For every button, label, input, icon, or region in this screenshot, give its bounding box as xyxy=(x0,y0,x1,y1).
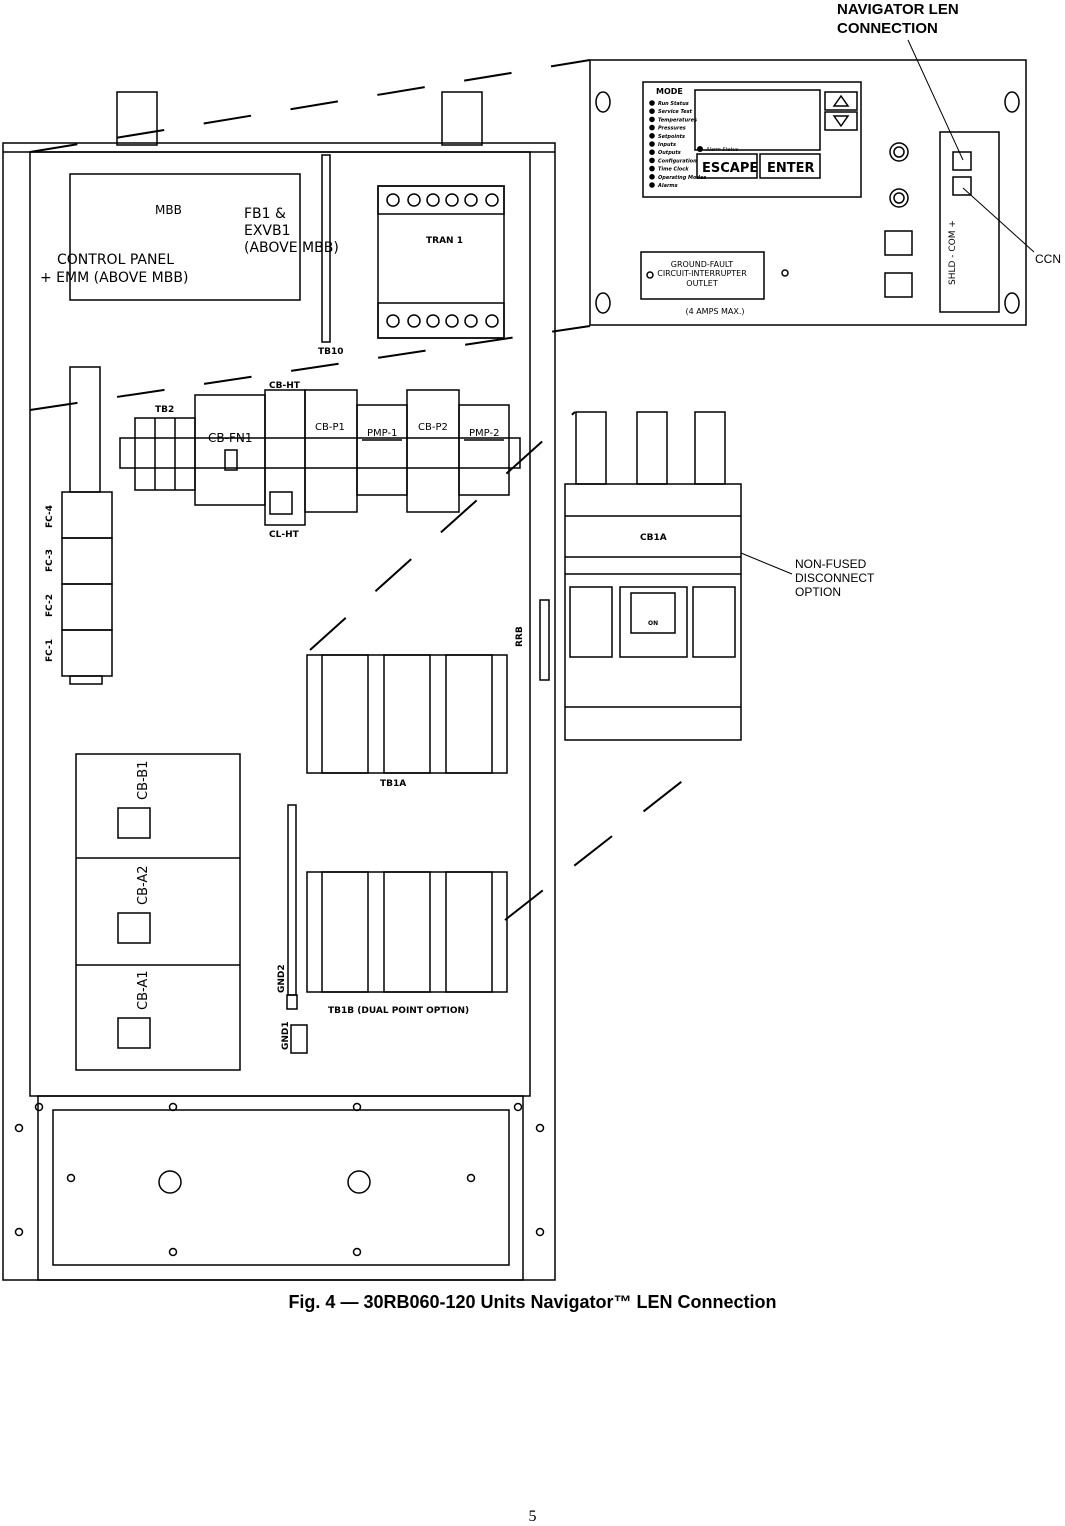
cb-b1-label: CB-B1 xyxy=(136,761,151,800)
enclosure xyxy=(2,91,556,1281)
mbb-board xyxy=(69,173,301,301)
mode-led xyxy=(649,124,655,131)
escape-label[interactable]: ESCAPE xyxy=(702,161,758,176)
escape-button[interactable] xyxy=(696,153,758,179)
fan-contactors xyxy=(61,491,113,685)
gfci-rating: (4 AMPS MAX.) xyxy=(685,307,744,316)
mode-led xyxy=(649,100,655,106)
mode-item-label: Outputs xyxy=(658,150,681,156)
mode-item-label: Service Test xyxy=(658,109,693,115)
cl-ht-label: CL-HT xyxy=(269,530,300,540)
terminal-block-tb1a xyxy=(306,654,508,774)
rrb-label: RRB xyxy=(515,626,525,647)
tb2-label: TB2 xyxy=(155,405,174,415)
gfci-line1: GROUND-FAULT xyxy=(671,260,733,269)
mode-led xyxy=(649,116,655,123)
callout-lines xyxy=(740,39,1035,575)
ccn-callout: CCN xyxy=(1035,252,1061,266)
gnd2-label: GND2 xyxy=(277,964,287,993)
mode-led xyxy=(649,174,655,180)
tb1a-label: TB1A xyxy=(380,779,406,789)
alarm-status-label: Alarm Status xyxy=(705,147,739,153)
mode-led xyxy=(649,182,655,188)
navigator-panel xyxy=(589,59,1027,326)
transformer-tran1 xyxy=(377,185,505,339)
mode-led xyxy=(649,108,655,114)
cb-ht-label: CB-HT xyxy=(269,381,301,391)
din-rail-row xyxy=(69,366,521,526)
fc3-label: FC-3 xyxy=(45,549,55,572)
projection-lines xyxy=(29,59,691,921)
mode-item-label: Configuration xyxy=(658,158,697,164)
figure-caption: Fig. 4 — 30RB060-120 Units Navigator™ LE… xyxy=(288,1292,777,1312)
cb1a-label: CB1A xyxy=(640,533,667,543)
navigator-len-callout-line2: CONNECTION xyxy=(837,20,938,37)
fc4-label: FC-4 xyxy=(45,505,55,528)
tb10-rail xyxy=(321,154,331,343)
cb-p2-label: CB-P2 xyxy=(418,422,448,433)
page-number: 5 xyxy=(528,1508,537,1525)
navigator-len-callout-line1: NAVIGATOR LEN xyxy=(837,1,959,18)
up-arrow-button[interactable] xyxy=(824,91,858,111)
mode-item-label: Time Clock xyxy=(658,167,689,173)
mode-item-label: Alarms xyxy=(657,183,678,189)
above-mbb-label: (ABOVE MBB) xyxy=(244,240,339,256)
non-fused-callout-line2: DISCONNECT xyxy=(795,571,875,585)
fb1-label: FB1 & xyxy=(244,206,286,222)
tb10-label: TB10 xyxy=(318,347,344,357)
non-fused-callout-line1: NON-FUSED xyxy=(795,557,867,571)
mode-item-label: Run Status xyxy=(658,101,689,107)
cb-fn1-label: CB-FN1 xyxy=(208,431,252,445)
cb-p1-label: CB-P1 xyxy=(315,422,345,433)
cb-a1-label: CB-A1 xyxy=(136,970,151,1010)
emm-label: + EMM (ABOVE MBB) xyxy=(40,270,188,286)
gnd1-label: GND1 xyxy=(281,1021,291,1050)
mode-item-label: Temperatures xyxy=(658,117,697,123)
gfci-line3: OUTLET xyxy=(686,279,718,288)
mode-led xyxy=(649,141,655,147)
control-panel-label: CONTROL PANEL xyxy=(57,252,174,268)
mode-item-label: Pressures xyxy=(658,126,686,132)
enter-label[interactable]: ENTER xyxy=(767,161,815,176)
non-fused-callout-line3: OPTION xyxy=(795,585,841,599)
mode-led xyxy=(649,165,655,172)
mode-title: MODE xyxy=(656,87,683,96)
mode-item-label: Operating Modes xyxy=(658,175,706,181)
cb-a2-label: CB-A2 xyxy=(136,865,151,905)
pmp2-label: PMP-2 xyxy=(469,428,499,439)
gnd1-lug xyxy=(290,1024,308,1054)
mode-led xyxy=(649,157,655,164)
mbb-label: MBB xyxy=(155,203,182,217)
gfci-line2: CIRCUIT-INTERRUPTER xyxy=(657,269,747,278)
mode-item-label: Setpoints xyxy=(658,134,685,140)
mode-led xyxy=(649,149,655,155)
tb1b-label: TB1B (DUAL POINT OPTION) xyxy=(328,1006,469,1016)
disconnect-cb1a xyxy=(564,411,742,741)
fc1-label: FC-1 xyxy=(45,639,55,662)
mode-led xyxy=(649,133,655,139)
exvb1-label: EXVB1 xyxy=(244,223,291,239)
pmp1-label: PMP-1 xyxy=(367,428,397,439)
gnd2-bar xyxy=(287,804,297,996)
on-label: ON xyxy=(648,620,658,627)
down-arrow-button[interactable] xyxy=(824,111,858,131)
fc2-label: FC-2 xyxy=(45,594,55,617)
tran1-label: TRAN 1 xyxy=(426,236,463,246)
enter-button[interactable] xyxy=(759,153,821,179)
ccn-terminal-label: SHLD - COM + xyxy=(948,220,958,285)
mode-item-label: Inputs xyxy=(658,142,676,148)
terminal-block-tb1b xyxy=(306,871,508,993)
compressor-breakers xyxy=(75,753,241,1071)
